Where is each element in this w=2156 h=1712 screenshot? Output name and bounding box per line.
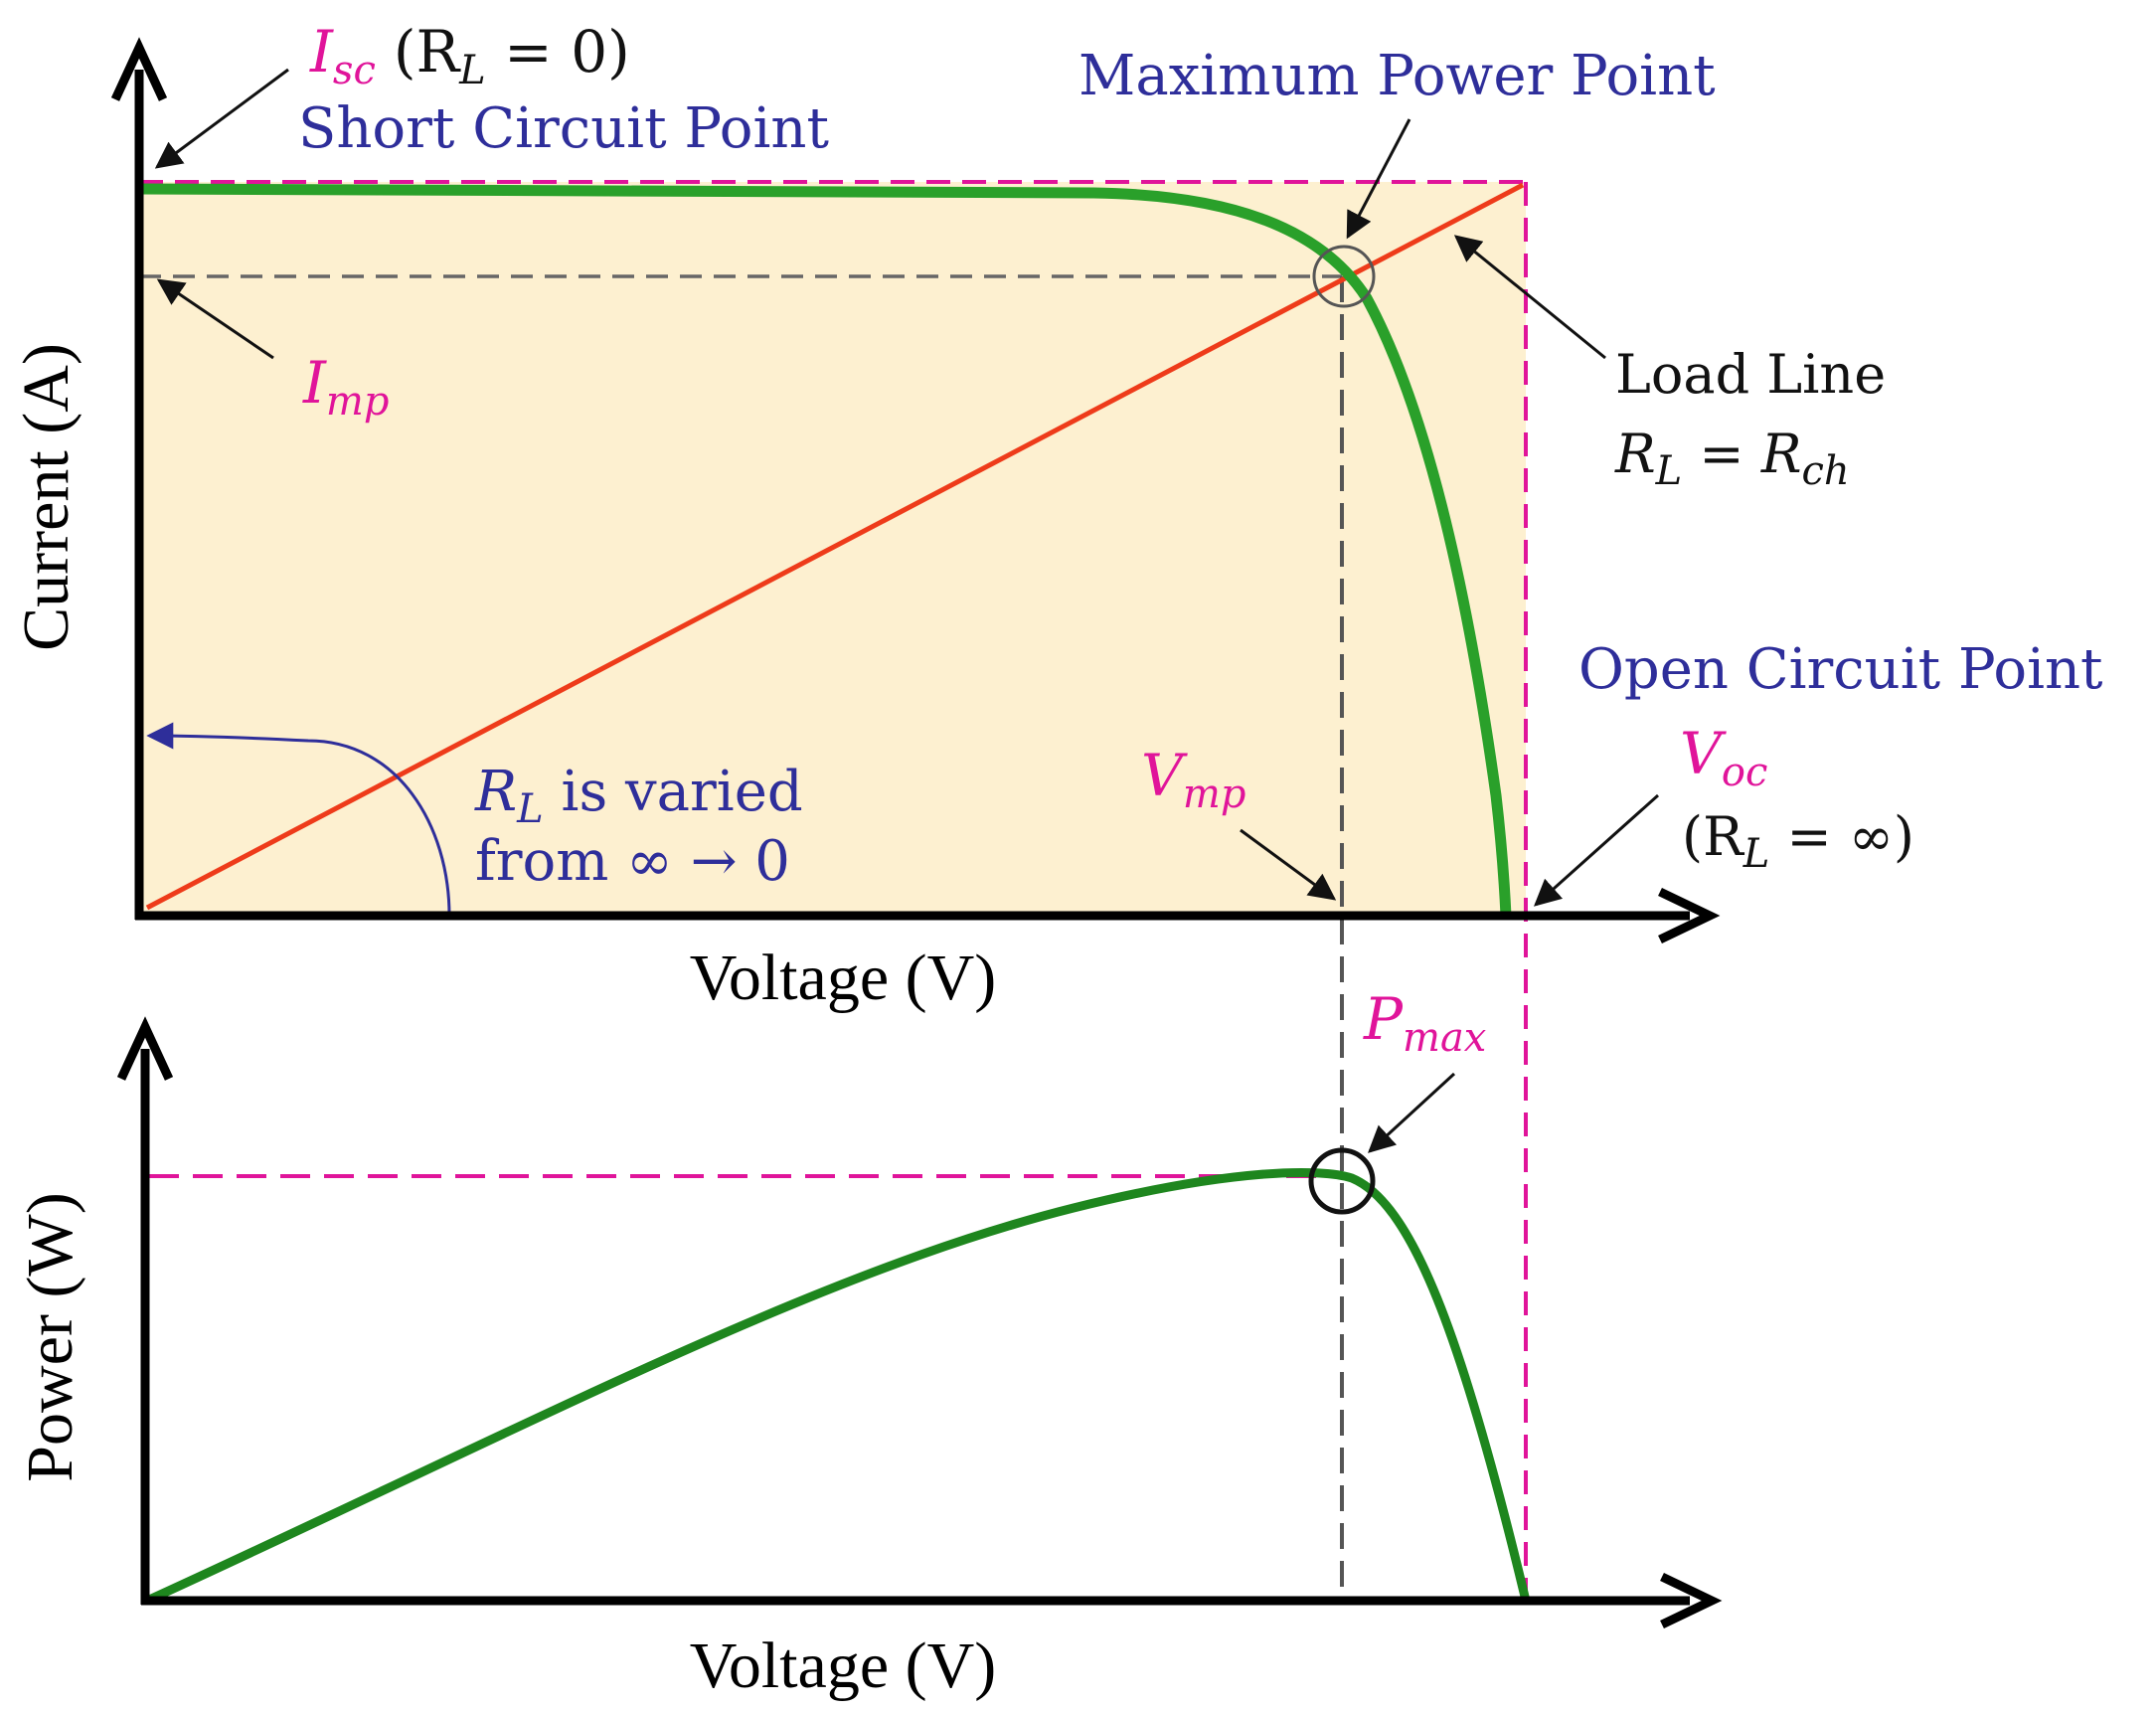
load-line-caption: Load Line <box>1615 343 1886 406</box>
power-x-axis-title: Voltage (V) <box>690 1629 997 1702</box>
vmp-label: Vmp <box>1141 742 1245 817</box>
iv-y-axis-arrowhead <box>110 37 168 101</box>
voc-pointer-arrow <box>1533 793 1659 907</box>
iv-x-axis-title: Voltage (V) <box>690 942 997 1014</box>
short-circuit-caption: Short Circuit Point <box>298 96 829 161</box>
rl-varied-arc <box>146 722 451 917</box>
power-y-axis-arrowhead <box>116 1016 174 1081</box>
imp-label: Imp <box>302 349 389 425</box>
voc-label: Voc <box>1680 720 1767 795</box>
isc-pointer-arrow <box>154 68 289 169</box>
load-line-equation: RL = Rch <box>1614 423 1850 494</box>
max-power-point-marker <box>1312 245 1376 308</box>
rl-varied-line1: RL is varied <box>474 760 803 832</box>
pmax-pointer-arrow <box>1368 1072 1456 1153</box>
power-y-axis-title: Power (W) <box>14 1192 86 1481</box>
vmp-pointer-arrow <box>1240 828 1337 901</box>
power-chart: Power (W) Voltage (V) Pmax <box>14 985 1723 1702</box>
max-power-point-caption: Maximum Power Point <box>1078 44 1716 108</box>
pmax-label: Pmax <box>1363 985 1486 1061</box>
isc-label: Isc(RL = 0) <box>309 18 630 93</box>
power-curve <box>145 1167 1531 1606</box>
iv-y-axis-title: Current (A) <box>10 343 83 651</box>
rl-varied-line2: from ∞ → 0 <box>475 829 790 894</box>
iv-x-axis-arrowhead <box>1658 887 1721 944</box>
iv-curve <box>138 183 1512 917</box>
load-line <box>145 182 1525 911</box>
voc-condition: (RL = ∞) <box>1682 805 1914 877</box>
iv-chart: Current (A) Voltage (V) Isc(RL = 0) Shor… <box>10 18 2103 1601</box>
load-line-pointer-arrow <box>1453 235 1606 360</box>
open-circuit-caption: Open Circuit Point <box>1578 637 2103 702</box>
pmax-marker <box>1308 1147 1376 1215</box>
imp-pointer-arrow <box>156 278 274 360</box>
mpp-pointer-arrow <box>1346 118 1411 240</box>
power-x-axis-arrowhead <box>1660 1572 1723 1629</box>
